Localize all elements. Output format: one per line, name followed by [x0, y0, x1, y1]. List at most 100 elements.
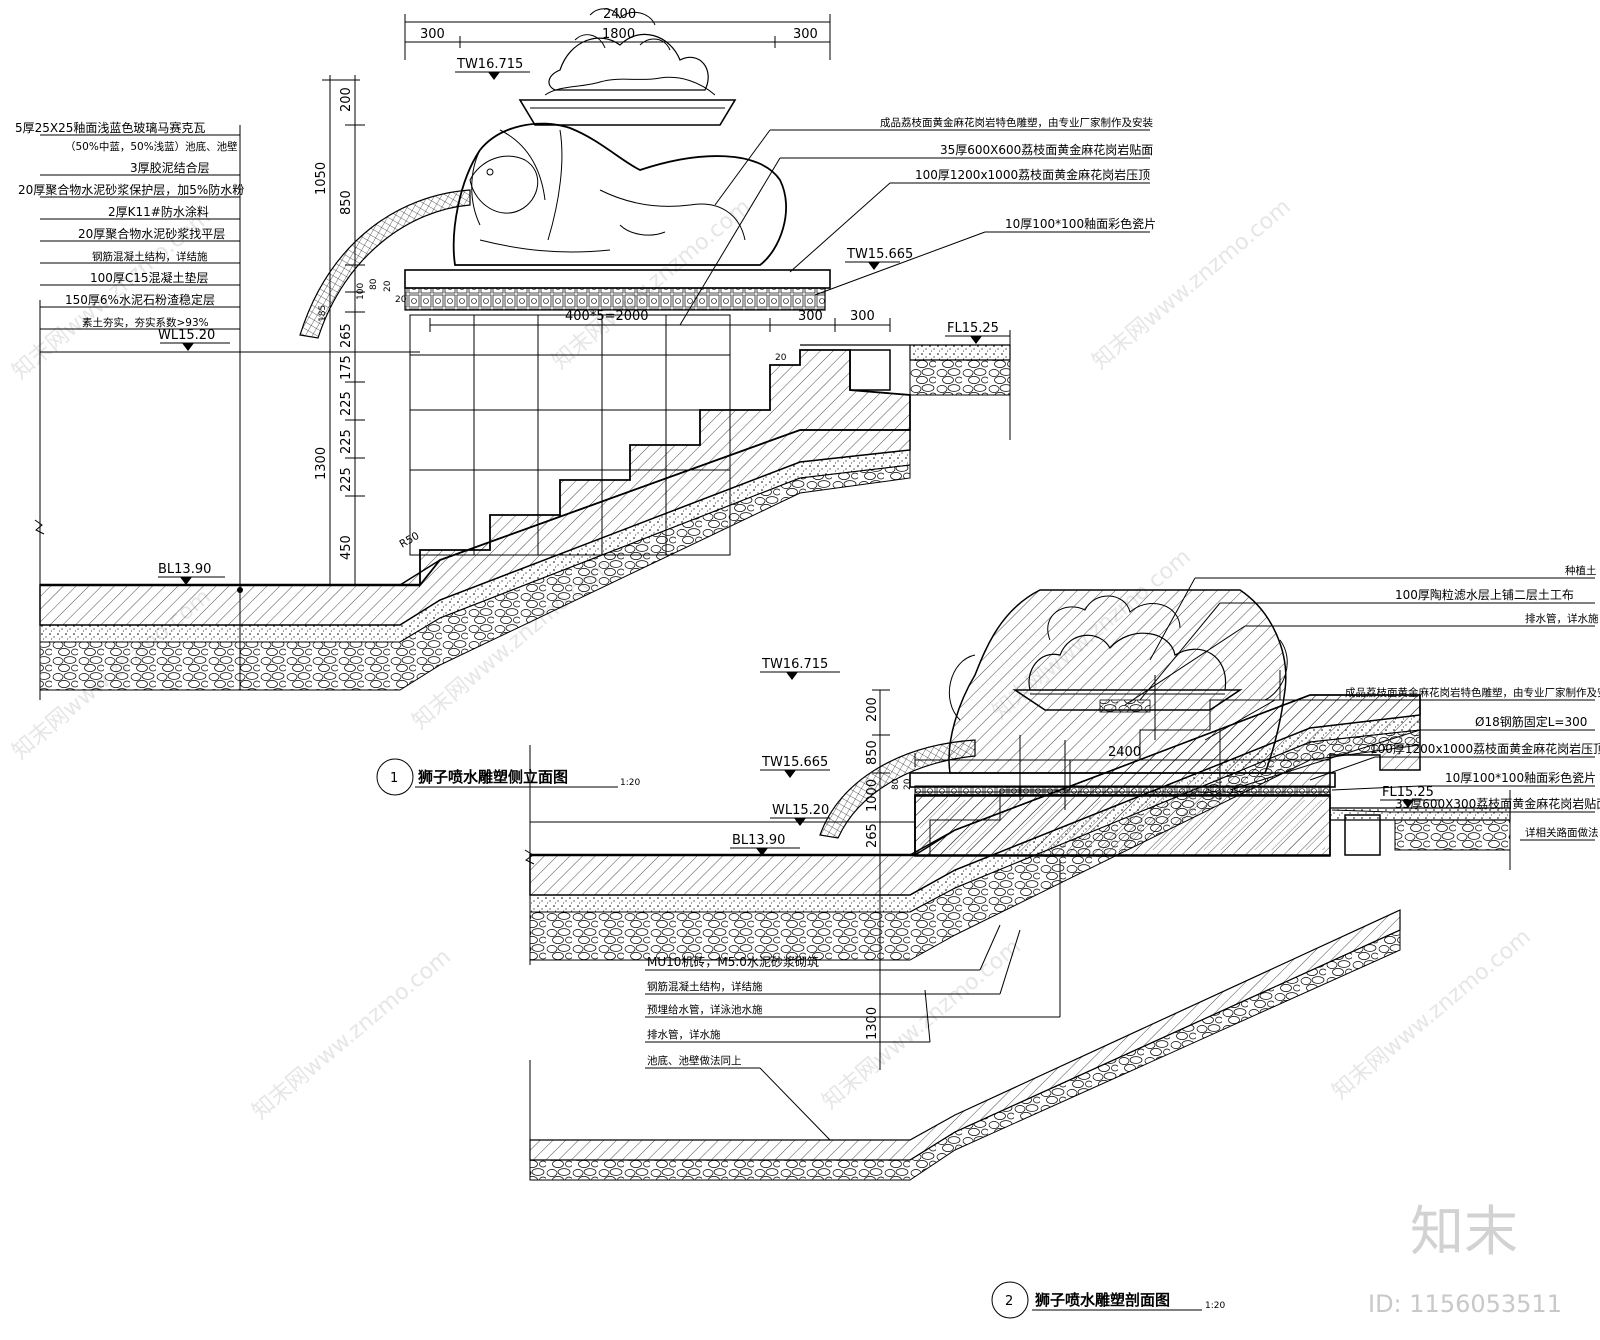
dim-label: 1000 — [865, 779, 880, 812]
elevation-tw-mid: TW15.665 — [761, 755, 828, 770]
dim-label: 20 — [383, 280, 393, 292]
view-scale: 1:20 — [1205, 1301, 1225, 1311]
dim-label: 185 — [318, 305, 328, 322]
section-paving-base — [1394, 819, 1511, 851]
dim-label: 225 — [339, 467, 354, 492]
callout-label: 详相关路面做法 — [1525, 826, 1599, 839]
pool-bottom-gravel — [39, 464, 911, 691]
layer-label: 素土夯实，夯实系数>93% — [82, 316, 209, 329]
dim-label: 400*5=2000 — [565, 309, 649, 324]
radius-label: R50 — [398, 530, 422, 551]
dim-label: 1800 — [602, 27, 635, 42]
callout-label: 池底、池壁做法同上 — [647, 1054, 742, 1067]
dim-label: 1300 — [314, 447, 329, 480]
view-number: 1 — [390, 771, 398, 786]
dim-label: 175 — [339, 355, 354, 380]
section-tile-band — [914, 785, 1331, 797]
callout-label: 10厚100*100釉面彩色瓷片 — [1445, 770, 1596, 785]
dim-label: 300 — [850, 309, 875, 324]
view-title: 狮子喷水雕塑剖面图 — [1034, 1291, 1170, 1309]
callout-label: 10厚100*100釉面彩色瓷片 — [1005, 216, 1156, 231]
callout-label: 100厚1200x1000荔枝面黄金麻花岗岩压顶 — [915, 167, 1150, 182]
elevation-fl: FL15.25 — [1382, 785, 1434, 800]
section-lower-gravel — [529, 929, 1401, 1181]
callout-label: 种植土 — [1565, 564, 1597, 577]
granite-capping — [404, 269, 831, 289]
dim-label: 200 — [339, 87, 354, 112]
view1-side-elevation: 200 1050 850 80 20 265 175 225 225 225 1… — [15, 7, 1156, 796]
dim-label: 300 — [798, 309, 823, 324]
view-scale: 1:20 — [620, 778, 640, 788]
layer-label: 20厚聚合物水泥砂浆保护层，加5%防水粉 — [18, 182, 244, 197]
callout-label: 成品荔枝面黄金麻花岗岩特色雕塑，由专业厂家制作及安装 — [1345, 686, 1600, 699]
view-title: 狮子喷水雕塑侧立面图 — [417, 768, 568, 786]
paving-base — [909, 359, 1011, 396]
elevation-bl: BL13.90 — [158, 562, 211, 577]
drain-channel — [849, 349, 891, 391]
brand-logo-text: 知末 — [1410, 1200, 1518, 1263]
section-horizontal-dims: 2400 — [914, 745, 1331, 767]
section-right-callouts: 种植土 100厚陶粒滤水层上铺二层土工布 排水管，详水施 成品荔枝面黄金麻花岗岩… — [1124, 564, 1600, 841]
dim-label: 80 — [891, 778, 901, 790]
dim-label: 265 — [339, 323, 354, 348]
elevation-wl: WL15.20 — [158, 328, 215, 343]
pedestal-granite-grid — [409, 314, 731, 556]
drawing-id: ID: 1156053511 — [1368, 1290, 1562, 1318]
section-pedestal-inner — [920, 800, 1325, 850]
layer-callouts: 5厚25X25釉面浅蓝色玻璃马赛克瓦 （50%中蓝，50%浅蓝）池底、池壁 3厚… — [15, 120, 244, 690]
elevation-tw-top: TW16.715 — [456, 57, 523, 72]
section-drain — [1344, 814, 1381, 856]
section-vertical-dims: 200 850 1000 265 1300 80 20 — [865, 689, 913, 1070]
dim-label: 1050 — [314, 162, 329, 195]
view-number: 2 — [1005, 1294, 1013, 1309]
vertical-dimension-chain: 200 1050 850 80 20 265 175 225 225 225 1… — [314, 75, 393, 586]
lion-sculpture — [452, 122, 787, 266]
elevation-tw-top: TW16.715 — [761, 657, 828, 672]
dim-label: 2400 — [603, 7, 636, 22]
dim-label: 850 — [865, 740, 880, 765]
view1-title: 1 狮子喷水雕塑侧立面图 1:20 — [376, 758, 640, 796]
layer-label: （50%中蓝，50%浅蓝）池底、池壁 — [65, 140, 238, 153]
section-planter — [1012, 595, 1243, 713]
dim-label: 450 — [339, 535, 354, 560]
callout-label: MU10机砖，M5.0水泥砂浆砌筑 — [647, 954, 819, 969]
watermark-text: 知末网www.znzmo.com — [548, 194, 756, 374]
view2-title: 2 狮子喷水雕塑剖面图 1:20 — [991, 1281, 1225, 1319]
section-water-jet — [819, 739, 976, 839]
dim-label: 200 — [865, 697, 880, 722]
elevation-fl: FL15.25 — [947, 321, 999, 336]
water-jet-arc — [299, 189, 471, 339]
top-dimension-chain: 2400 300 1800 300 — [404, 7, 831, 60]
dim-label: 225 — [339, 429, 354, 454]
section-sculpture — [948, 589, 1287, 774]
elevation-markers: TW16.715 TW15.665 WL15.20 BL13.90 FL15.2… — [158, 57, 1010, 585]
callout-label: 预埋给水管，详泳池水施 — [647, 1003, 763, 1016]
material-callouts: 成品荔枝面黄金麻花岗岩特色雕塑，由专业厂家制作及安装 35厚600X600荔枝面… — [679, 116, 1156, 326]
callout-label: 成品荔枝面黄金麻花岗岩特色雕塑，由专业厂家制作及安装 — [880, 116, 1153, 129]
break-symbol — [524, 849, 535, 865]
elevation-bl: BL13.90 — [732, 833, 785, 848]
small-label: 20 — [775, 353, 787, 363]
dim-label: 2400 — [1108, 745, 1141, 760]
section-left-callouts: MU10机砖，M5.0水泥砂浆砌筑 钢筋混凝土结构，详结施 预埋给水管，详泳池水… — [645, 860, 1061, 1141]
dim-label: 225 — [339, 391, 354, 416]
callout-label: 35厚600X600荔枝面黄金麻花岗岩贴面 — [940, 142, 1153, 157]
watermark-text: 知末网www.znzmo.com — [818, 934, 1026, 1114]
break-symbol — [34, 519, 45, 535]
dim-label: 1300 — [865, 1007, 880, 1040]
layer-label: 钢筋混凝土结构，详结施 — [92, 250, 208, 263]
callout-label: 100厚1200x1000荔枝面黄金麻花岗岩压顶 — [1370, 741, 1600, 756]
layer-label: 3厚胶泥结合层 — [130, 160, 210, 175]
dim-label: 300 — [793, 27, 818, 42]
layer-label: 100厚C15混凝土垫层 — [90, 270, 209, 285]
ceramic-tile-band — [404, 287, 826, 311]
callout-label: 100厚陶粒滤水层上铺二层土工布 — [1395, 587, 1574, 602]
layer-label: 2厚K11#防水涂料 — [108, 204, 209, 219]
layer-label: 5厚25X25釉面浅蓝色玻璃马赛克瓦 — [15, 120, 205, 135]
dim-label: 100 — [356, 283, 366, 300]
dim-label: 300 — [420, 27, 445, 42]
callout-label: 排水管，详水施 — [1525, 612, 1599, 625]
small-label: 20 — [395, 295, 407, 305]
section-sculpture-edge — [948, 639, 1288, 721]
